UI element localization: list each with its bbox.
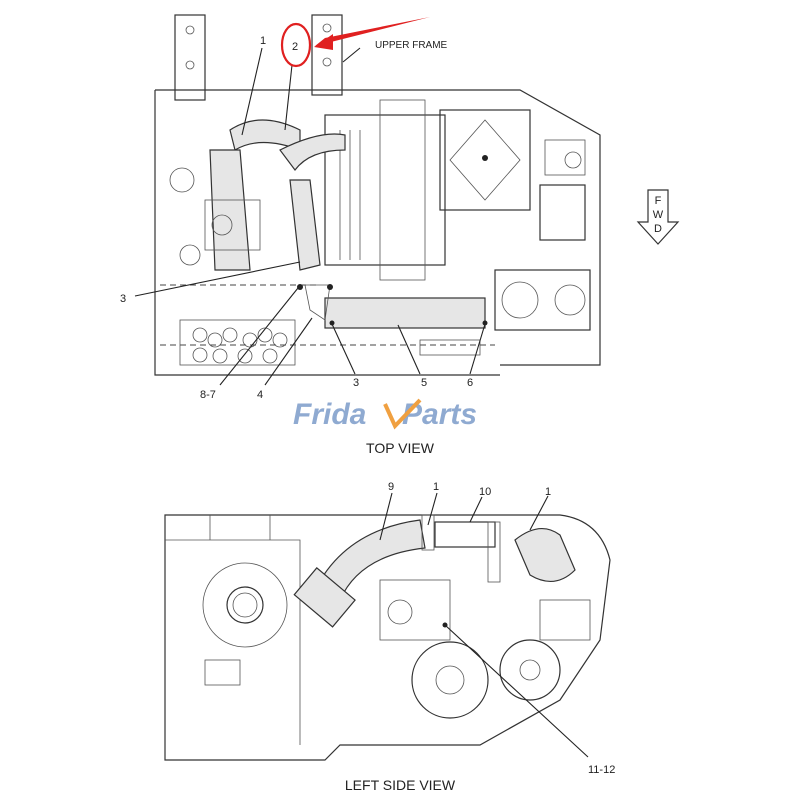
callout-5: 5 [421, 377, 427, 389]
fwd-arrow-icon [636, 189, 680, 245]
callout-11-12: 11-12 [588, 764, 615, 776]
left-side-view-title: LEFT SIDE VIEW [345, 777, 456, 793]
callout-3a: 3 [120, 293, 126, 305]
callout-6: 6 [467, 377, 473, 389]
callout-9: 9 [388, 481, 394, 493]
left-side-view-drawing [164, 492, 611, 761]
svg-text:Parts: Parts [402, 398, 477, 431]
watermark-logo: Frida Parts [293, 398, 477, 431]
callout-8-7: 8-7 [200, 389, 216, 401]
callout-1-side-a: 1 [433, 481, 439, 493]
fwd-label: FWD [652, 195, 664, 235]
callout-1: 1 [260, 35, 266, 47]
svg-text:Frida: Frida [293, 398, 366, 431]
upper-frame-label: UPPER FRAME [375, 40, 448, 51]
top-view-callouts: 1 2 UPPER FRAME 3 8-7 4 3 5 6 TOP VIEW [120, 35, 473, 456]
top-view-title: TOP VIEW [366, 440, 435, 456]
left-side-view-callouts: 9 1 10 1 11-12 LEFT SIDE VIEW [345, 481, 615, 793]
highlight-arrow [315, 17, 430, 46]
highlight-circle [280, 22, 312, 68]
callout-10: 10 [479, 486, 491, 498]
callout-2: 2 [292, 41, 298, 53]
callout-3b: 3 [353, 377, 359, 389]
top-view-drawing [134, 14, 680, 386]
callout-4: 4 [257, 389, 263, 401]
callout-1-side-b: 1 [545, 486, 551, 498]
